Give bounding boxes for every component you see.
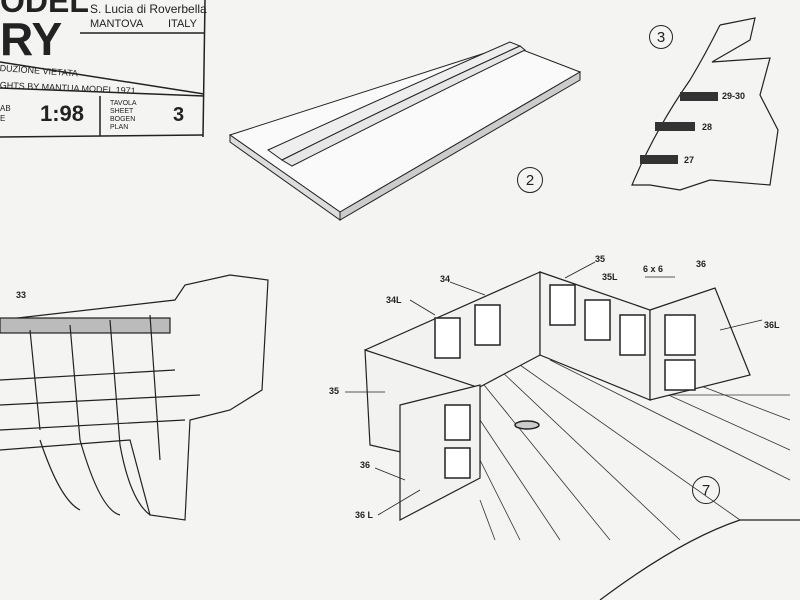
hull-label: 33 <box>16 290 27 300</box>
fig3-label: 29-30 <box>722 91 746 101</box>
fig3-number: 3 <box>649 25 673 49</box>
fig3-label: 28 <box>702 122 713 132</box>
fig2-board <box>228 41 582 221</box>
sheet-label: PLAN <box>110 124 129 131</box>
fig7-label: 36 L <box>355 510 374 520</box>
fig7-label: 36 <box>360 460 371 470</box>
fig7-label: 35 <box>329 386 340 396</box>
title-block-frame <box>0 0 206 138</box>
fig3-timbers <box>640 92 718 164</box>
fig7-panels <box>434 284 696 479</box>
fig7-label: 35 <box>595 254 606 264</box>
fig7-label: 35L <box>602 272 618 282</box>
sheet-label: TAVOLA <box>110 100 137 107</box>
ship-name-fragment: RY <box>0 13 63 65</box>
fig3-frame-outline <box>631 17 779 191</box>
city: MANTOVA <box>90 18 144 30</box>
fig7-label: 36 <box>696 259 707 269</box>
scale-label-1: AB <box>0 104 11 113</box>
hull-frames <box>0 274 269 521</box>
hull-fragment-bottom <box>599 519 800 600</box>
country: ITALY <box>168 18 197 30</box>
sheet-labels: TAVOLA SHEET BOGEN PLAN <box>110 100 137 132</box>
leader-lines <box>345 261 763 516</box>
brand-fragment: ODEL <box>0 0 89 19</box>
sheet-label: SHEET <box>110 108 134 115</box>
fig3-label: 27 <box>684 155 695 165</box>
sheet-label: BOGEN <box>110 116 136 123</box>
fig7-label: 34 <box>440 274 451 284</box>
fig7-label: 36L <box>764 320 780 330</box>
fig7-number: 7 <box>692 476 720 504</box>
fig7-label: 34L <box>386 295 402 305</box>
fig7-deck-planks <box>479 354 791 541</box>
fig2-number: 2 <box>517 167 543 193</box>
sheet-number: 3 <box>173 104 185 126</box>
address-line: S. Lucia di Roverbella <box>90 2 207 16</box>
fig7-label: 6 x 6 <box>643 264 664 274</box>
scale-value: 1:98 <box>40 101 85 126</box>
scale-label-2: E <box>0 114 6 123</box>
